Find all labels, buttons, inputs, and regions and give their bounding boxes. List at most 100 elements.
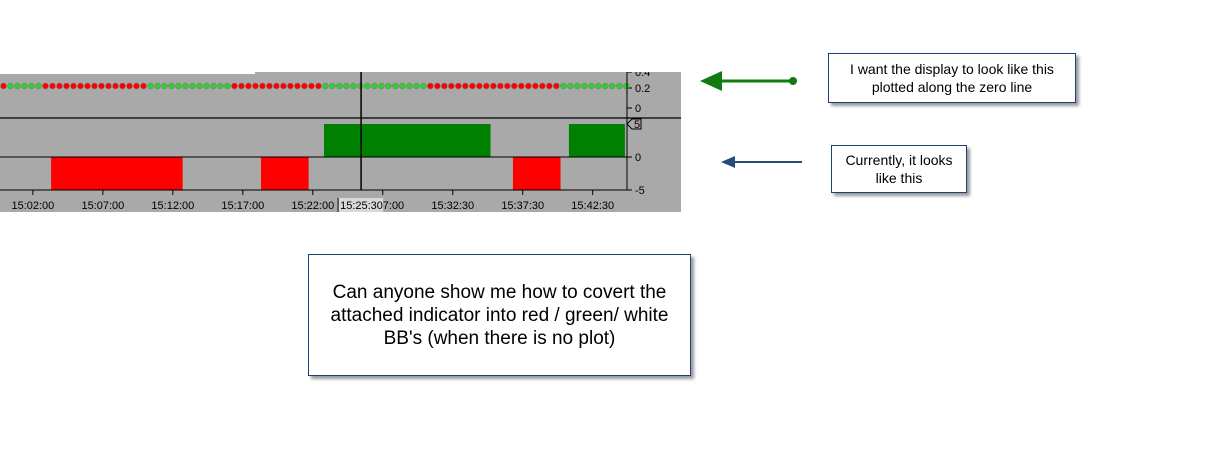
y-tick-label-top: 0.4 [635, 72, 650, 79]
red-dot [490, 82, 497, 90]
green-dot [21, 82, 28, 90]
red-dot [434, 82, 441, 90]
green-dot [329, 82, 336, 90]
red-dot [427, 82, 434, 90]
callout-question: Can anyone show me how to covert the att… [308, 254, 691, 376]
green-dot [161, 82, 168, 90]
red-dot [504, 82, 511, 90]
red-dot [273, 82, 280, 90]
green-bar [568, 124, 625, 157]
green-dot [147, 82, 154, 90]
red-bar [261, 157, 309, 190]
green-dot [385, 82, 392, 90]
x-tick-label: 15:12:00 [151, 200, 194, 212]
green-dot [392, 82, 399, 90]
y-tick-label-bottom: 0 [635, 152, 641, 164]
red-dot [70, 82, 77, 90]
red-dot [448, 82, 455, 90]
green-dot [210, 82, 217, 90]
red-dot [546, 82, 553, 90]
red-dot [469, 82, 476, 90]
green-dot [14, 82, 21, 90]
green-dot [182, 82, 189, 90]
green-dot [609, 82, 616, 90]
green-dot [420, 82, 427, 90]
x-tick-label: 15:02:00 [11, 200, 54, 212]
green-dot [588, 82, 595, 90]
green-dot [378, 82, 385, 90]
red-dot [553, 82, 560, 90]
green-dot [224, 82, 231, 90]
red-dot [119, 82, 126, 90]
green-bar [323, 124, 491, 157]
red-dot [231, 82, 238, 90]
red-dot [441, 82, 448, 90]
green-dot [189, 82, 196, 90]
red-dot [287, 82, 294, 90]
red-dot [462, 82, 469, 90]
red-dot [126, 82, 133, 90]
red-dot [497, 82, 504, 90]
green-dot [413, 82, 420, 90]
value-marker-label: 5 [634, 119, 640, 131]
x-tick-label: 15:37:30 [501, 200, 544, 212]
red-dot [455, 82, 462, 90]
green-arrow [700, 71, 797, 91]
callout-current: Currently, it looks like this [831, 145, 967, 193]
green-dot [322, 82, 329, 90]
red-dot [112, 82, 119, 90]
x-tick-label: 15:22:00 [291, 200, 334, 212]
y-tick-label-top: 0 [635, 103, 641, 115]
top-edge [0, 72, 255, 74]
blue-arrow [721, 156, 802, 168]
red-dot [0, 82, 7, 90]
green-dot [154, 82, 161, 90]
green-dot [364, 82, 371, 90]
green-dot [399, 82, 406, 90]
red-dot [518, 82, 525, 90]
red-dot [77, 82, 84, 90]
red-dot [56, 82, 63, 90]
green-dot [7, 82, 14, 90]
green-dot [616, 82, 623, 90]
green-dot [175, 82, 182, 90]
red-dot [238, 82, 245, 90]
red-dot [98, 82, 105, 90]
green-dot [350, 82, 357, 90]
green-dot [560, 82, 567, 90]
value-marker [626, 118, 642, 130]
red-dot [294, 82, 301, 90]
red-dot [476, 82, 483, 90]
green-dot [623, 82, 630, 90]
red-dot [266, 82, 273, 90]
red-dot [133, 82, 140, 90]
red-bar [51, 157, 183, 190]
green-dot [574, 82, 581, 90]
red-dot [252, 82, 259, 90]
green-dot [581, 82, 588, 90]
y-tick-label-bottom: -5 [635, 185, 645, 197]
green-dot [602, 82, 609, 90]
x-tick-label: 15:07:00 [81, 200, 124, 212]
x-tick-label: 15:42:30 [571, 200, 614, 212]
x-tick-label: 15:32:30 [431, 200, 474, 212]
crosshair-label: 15:25:30 [340, 200, 383, 212]
red-dot [91, 82, 98, 90]
green-dot [28, 82, 35, 90]
green-dot [595, 82, 602, 90]
green-dot [567, 82, 574, 90]
red-bar [512, 157, 561, 190]
green-dot [343, 82, 350, 90]
green-dot [371, 82, 378, 90]
green-dot [196, 82, 203, 90]
red-dot [308, 82, 315, 90]
green-dot [217, 82, 224, 90]
red-dot [532, 82, 539, 90]
red-dot [511, 82, 518, 90]
red-dot [63, 82, 70, 90]
red-dot [483, 82, 490, 90]
callout-desired: I want the display to look like this plo… [828, 53, 1076, 103]
red-dot [84, 82, 91, 90]
red-dot [245, 82, 252, 90]
